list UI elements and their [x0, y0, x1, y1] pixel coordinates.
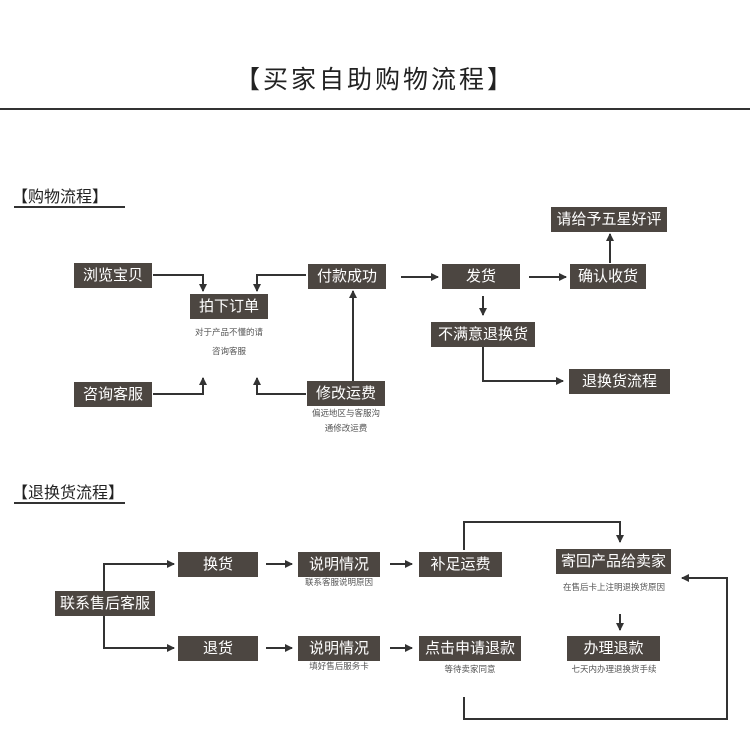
explain-situation-box-1: 说明情况: [298, 552, 380, 577]
pay-postage-box: 补足运费: [419, 552, 502, 577]
return-flow-box: 退换货流程: [569, 369, 670, 394]
browse-item-box: 浏览宝贝: [74, 263, 152, 288]
modify-note-line2: 通修改运费: [324, 424, 368, 434]
modify-note-line1: 偏远地区与客服沟: [311, 409, 380, 419]
shopping-section-title: 【购物流程】: [12, 187, 109, 206]
unsatisfied-return-box: 不满意退换货: [431, 322, 535, 347]
five-star-review-box: 请给予五星好评: [551, 207, 667, 232]
consult-service-box: 咨询客服: [74, 382, 152, 407]
send-back-box: 寄回产品给卖家: [556, 549, 671, 574]
ship-box: 发货: [442, 264, 520, 289]
process-note: 七天内办理退换货手续: [571, 665, 657, 675]
arrow-contact-to-exchange: [103, 560, 175, 591]
contact-aftersales-box: 联系售后客服: [55, 591, 155, 616]
page-title: 【买家自助购物流程】: [234, 65, 515, 94]
sendback-note: 在售后卡上注明退换货原因: [562, 583, 665, 593]
payment-success-box: 付款成功: [308, 264, 386, 289]
order-note-line2: 咨询客服: [211, 347, 246, 357]
exchange-box: 换货: [178, 552, 258, 577]
arrow-modify-to-order: [253, 377, 306, 395]
arrow-postage-to-sendback: [463, 521, 624, 550]
apply-note: 等待卖家同意: [444, 665, 496, 675]
place-order-box: 拍下订单: [190, 294, 268, 319]
explain-situation-box-2: 说明情况: [298, 636, 380, 661]
title-divider: [0, 108, 750, 110]
arrow-unsatisfied-to-returnflow: [482, 346, 564, 385]
order-note-line1: 对于产品不懂的请: [194, 328, 263, 338]
arrow-browse-to-order: [153, 274, 207, 292]
returns-section-divider: [14, 502, 125, 504]
refund-box: 退货: [178, 636, 258, 661]
arrow-consult-to-order: [153, 377, 207, 395]
shopping-section-divider: [14, 206, 125, 208]
confirm-receipt-box: 确认收货: [570, 264, 646, 289]
apply-refund-box: 点击申请退款: [419, 636, 521, 661]
explain2-note: 填好售后服务卡: [309, 662, 369, 672]
modify-shipping-box: 修改运费: [307, 381, 385, 406]
arrow-contact-to-refund: [103, 615, 175, 652]
arrow-paid-to-order: [253, 274, 306, 292]
process-refund-box: 办理退款: [567, 636, 660, 661]
arrow-apply-to-sendback: [463, 574, 728, 720]
explain1-note: 联系客服说明原因: [304, 578, 373, 588]
returns-section-title: 【退换货流程】: [12, 483, 125, 502]
